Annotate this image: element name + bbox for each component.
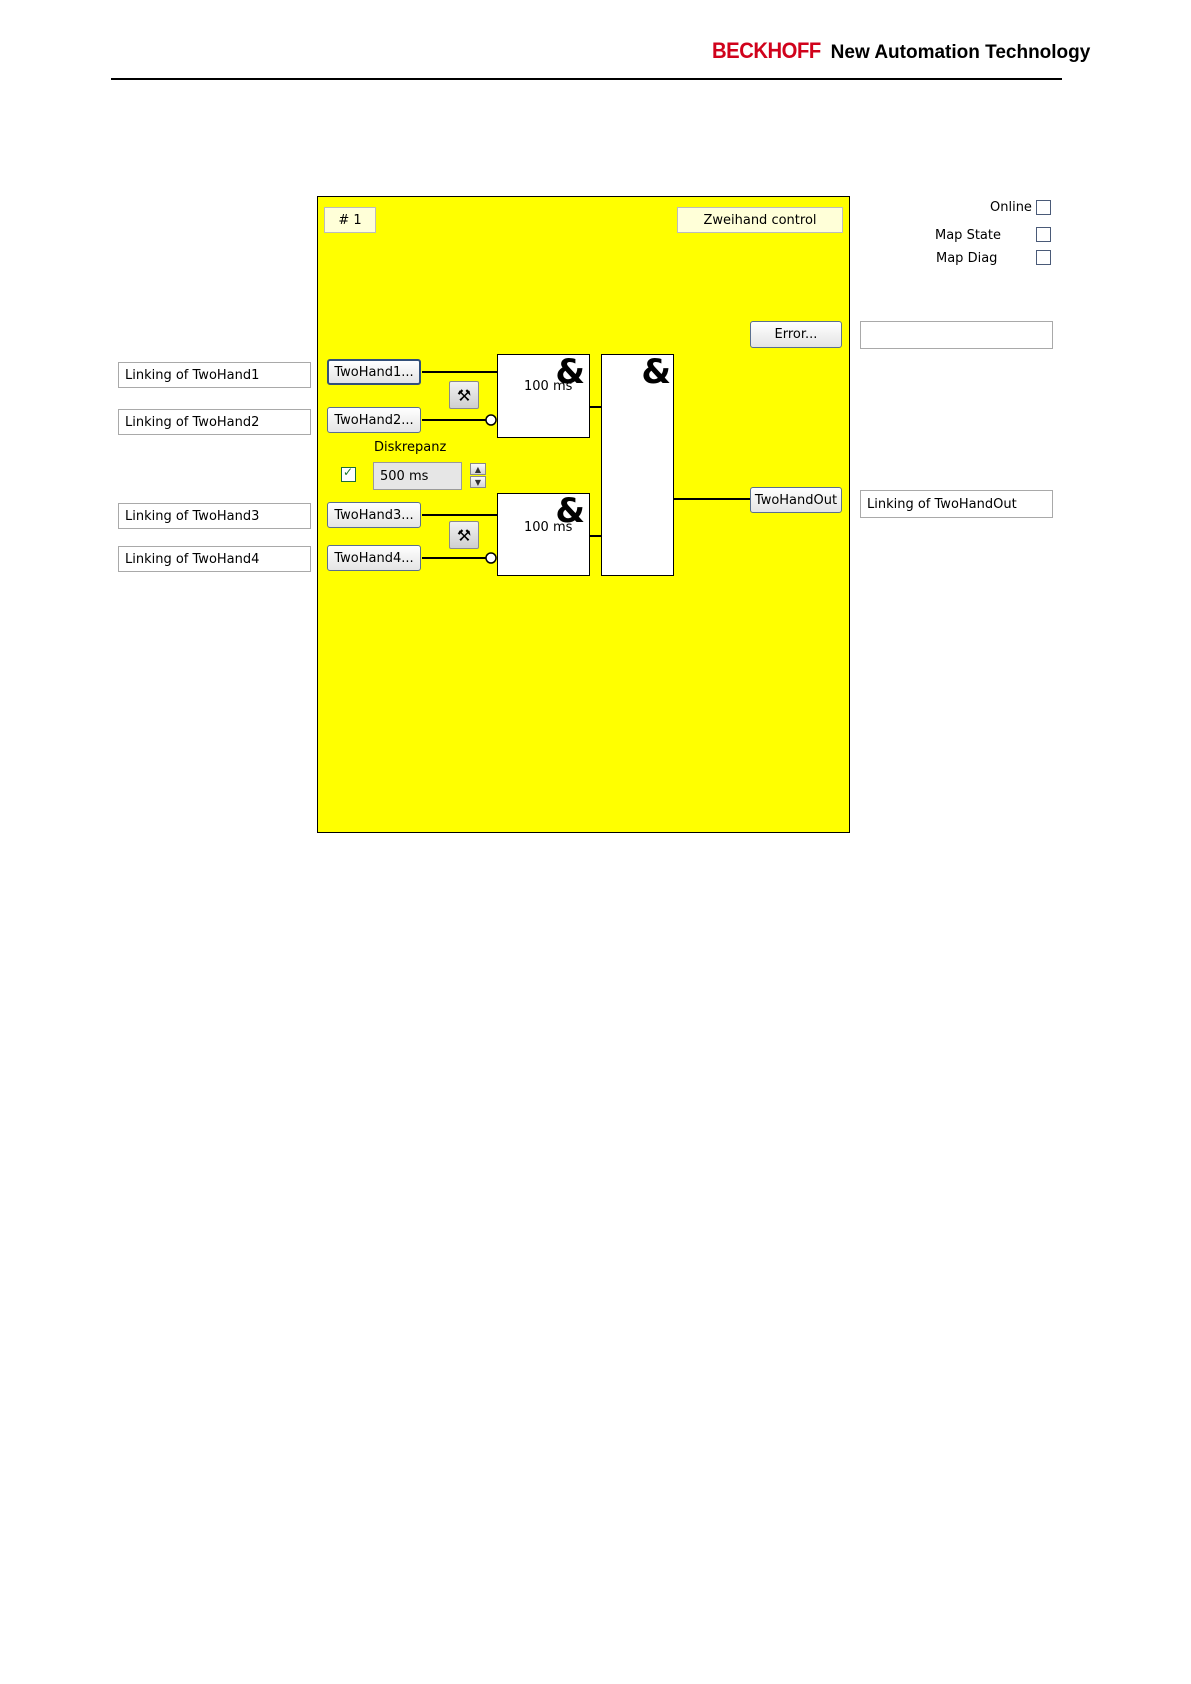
discrepancy-decrease-button[interactable]: ▼ [470,476,486,488]
and-symbol: & [641,355,671,389]
configure-button-1[interactable]: ⚒ [449,381,479,409]
hammer-wrench-icon: ⚒ [457,526,471,545]
gate-1-timer: 100 ms [524,379,572,394]
discrepancy-label: Diskrepanz [374,440,446,455]
error-button[interactable]: Error... [750,321,842,348]
arrow-up-icon: ▲ [475,465,481,474]
linking-field-twohand4[interactable]: Linking of TwoHand4 [118,546,311,572]
map-diag-checkbox[interactable] [1036,250,1051,265]
instance-number: # 1 [324,207,376,233]
twohand3-button[interactable]: TwoHand3... [327,502,421,528]
function-block-panel: # 1 Zweihand control Error... TwoHand1..… [317,196,850,833]
linking-field-twohandout[interactable]: Linking of TwoHandOut [860,490,1053,518]
twohand2-button[interactable]: TwoHand2... [327,407,421,433]
function-name: Zweihand control [677,207,843,233]
discrepancy-time-input[interactable]: 500 ms [373,462,462,490]
twohandout-button[interactable]: TwoHandOut [750,487,842,513]
configure-button-2[interactable]: ⚒ [449,521,479,549]
map-diag-label: Map Diag [936,251,997,266]
linking-field-twohand3[interactable]: Linking of TwoHand3 [118,503,311,529]
map-state-checkbox[interactable] [1036,227,1051,242]
linking-field-twohand2[interactable]: Linking of TwoHand2 [118,409,311,435]
beckhoff-logo: BECKHOFF New Automation Technology [712,38,1090,64]
brand-tagline: New Automation Technology [831,42,1091,63]
arrow-down-icon: ▼ [475,478,481,487]
timer-and-gate-1: & 100 ms [497,354,590,438]
hammer-wrench-icon: ⚒ [457,386,471,405]
map-state-label: Map State [935,228,1001,243]
linking-field-twohand1[interactable]: Linking of TwoHand1 [118,362,311,388]
online-label: Online [990,200,1032,215]
gate-2-timer: 100 ms [524,520,572,535]
header-divider [111,78,1062,80]
discrepancy-increase-button[interactable]: ▲ [470,463,486,475]
twohand1-button[interactable]: TwoHand1... [327,359,421,385]
error-linking-field[interactable] [860,321,1053,349]
twohand4-button[interactable]: TwoHand4... [327,545,421,571]
online-checkbox[interactable] [1036,200,1051,215]
discrepancy-checkbox[interactable] [341,467,356,482]
brand-name: BECKHOFF [712,38,821,64]
and-gate-combined: & [601,354,674,576]
timer-and-gate-2: & 100 ms [497,493,590,576]
